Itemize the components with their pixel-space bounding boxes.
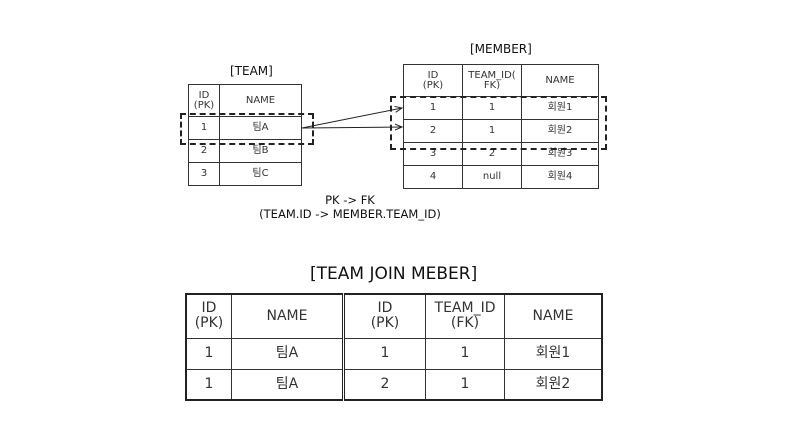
relation-note-line2: (TEAM.ID -> MEMBER.TEAM_ID) [259, 207, 441, 221]
join-cell: 1 [185, 337, 232, 370]
join-cell: 1 [343, 337, 426, 370]
fk-arrow [301, 127, 402, 128]
join-header-team-id: ID (PK) [185, 293, 232, 339]
team-highlight-box [180, 113, 314, 145]
join-header-member-id: ID (PK) [343, 293, 426, 339]
team-table-title: [TEAM] [230, 64, 273, 78]
join-cell: 팀A [231, 368, 345, 401]
team-cell: 팀C [219, 162, 302, 186]
member-cell: 1 [403, 96, 463, 120]
member-header-name: NAME [521, 64, 599, 97]
team-cell: 팀A [219, 116, 302, 140]
member-cell: 회원2 [521, 119, 599, 143]
member-cell: 1 [462, 119, 522, 143]
team-cell: 1 [188, 116, 220, 140]
join-header-team-name: NAME [231, 293, 345, 339]
relation-note-line1: PK -> FK [325, 193, 375, 207]
member-cell: 3 [403, 142, 463, 166]
relation-note: PK -> FK (TEAM.ID -> MEMBER.TEAM_ID) [240, 193, 460, 221]
member-cell: 회원1 [521, 96, 599, 120]
member-cell: 회원4 [521, 165, 599, 189]
join-cell: 2 [343, 368, 426, 401]
join-cell: 1 [425, 368, 505, 401]
member-cell: null [462, 165, 522, 189]
member-header-team-id: TEAM_ID( FK) [462, 64, 522, 97]
join-cell: 1 [185, 368, 232, 401]
member-highlight-box [390, 96, 607, 150]
join-table: ID (PK) NAME ID (PK) TEAM_ID (FK) NAME 1… [185, 293, 603, 401]
join-table-title: [TEAM JOIN MEBER] [310, 264, 478, 284]
member-cell: 4 [403, 165, 463, 189]
member-cell: 2 [403, 119, 463, 143]
member-table-title: [MEMBER] [470, 42, 532, 56]
join-cell: 회원1 [504, 337, 603, 370]
join-cell: 1 [425, 337, 505, 370]
team-header-name: NAME [219, 84, 302, 117]
member-cell: 회원3 [521, 142, 599, 166]
join-header-member-team-id: TEAM_ID (FK) [425, 293, 505, 339]
member-table: ID (PK) TEAM_ID( FK) NAME 1 1 회원1 2 1 회원… [403, 64, 599, 189]
join-cell: 팀A [231, 337, 345, 370]
join-header-member-name: NAME [504, 293, 603, 339]
fk-arrow [301, 108, 402, 129]
join-cell: 회원2 [504, 368, 603, 401]
member-header-id: ID (PK) [403, 64, 463, 97]
